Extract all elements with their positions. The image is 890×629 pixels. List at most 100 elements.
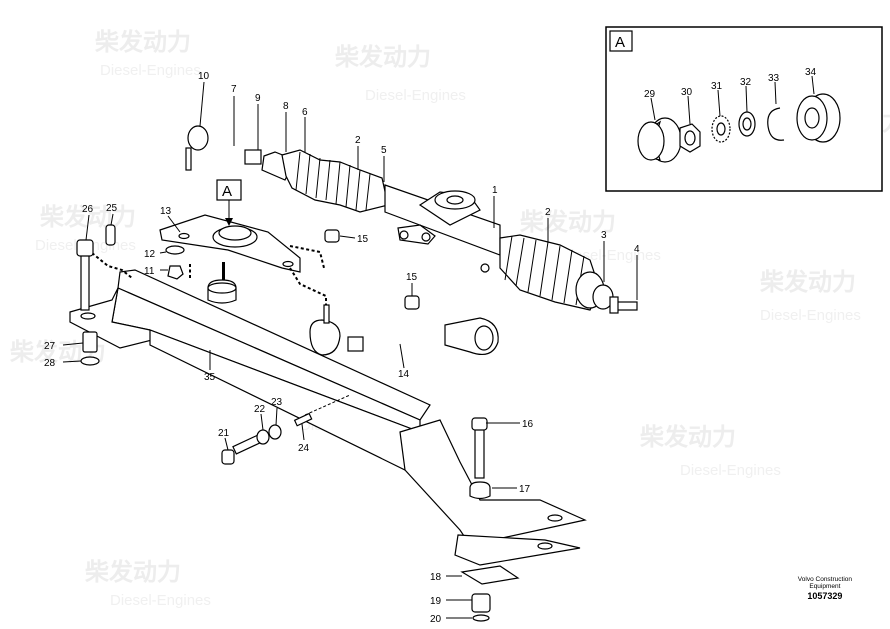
stud <box>222 262 225 284</box>
leader-13 <box>167 215 181 233</box>
label-8: 8 <box>283 101 289 112</box>
frame-web <box>111 287 421 433</box>
watermark-cn: 柴发动力 <box>84 558 181 586</box>
circlip-33 <box>767 107 785 141</box>
frame-hole <box>80 312 96 320</box>
frame-beam-35 <box>69 269 587 566</box>
bolt-16-head <box>471 417 488 431</box>
label-9: 9 <box>255 93 261 104</box>
bolt-21-head <box>221 449 235 465</box>
label-6: 6 <box>302 107 308 118</box>
label-26: 26 <box>82 204 94 215</box>
company-line-2: Equipment <box>809 583 841 590</box>
inset-tag: A <box>615 34 625 51</box>
bushing-a-top <box>218 225 252 241</box>
leader-34 <box>811 75 815 95</box>
leader-10 <box>199 81 205 127</box>
label-30: 30 <box>681 87 693 98</box>
watermark-cn: 柴发动力 <box>334 43 431 71</box>
label-21: 21 <box>218 428 230 439</box>
steering-rack <box>185 125 638 314</box>
watermark-en: Diesel-Engines <box>100 62 201 79</box>
washer-23 <box>268 424 282 440</box>
watermark-en: Diesel-Engines <box>760 307 861 324</box>
inset-frame <box>605 26 883 192</box>
label-4: 4 <box>634 244 640 255</box>
washer-22 <box>256 429 270 445</box>
leader-26 <box>85 214 90 241</box>
watermark-en: Diesel-Engines <box>365 87 466 104</box>
label-12: 12 <box>144 249 156 260</box>
leader-23 <box>275 407 278 426</box>
label-27: 27 <box>44 341 56 352</box>
mounting-plate-13 <box>159 214 301 304</box>
watermark-cn: 柴发动力 <box>639 423 736 451</box>
pin-24 <box>293 412 313 427</box>
tie-rod-14-nut <box>347 336 364 352</box>
frame-hole <box>537 542 553 550</box>
label-13: 13 <box>160 206 172 217</box>
frame-hole <box>547 514 563 522</box>
bolt-4-head <box>609 296 619 314</box>
company-line-1: Volvo Construction <box>797 576 852 583</box>
label-33: 33 <box>768 73 780 84</box>
ear-hole <box>421 232 431 242</box>
watermark-cn: 柴发动力 <box>94 28 191 56</box>
leader-24 <box>301 423 305 441</box>
inset-tag-box <box>609 30 633 52</box>
bolt-16 <box>474 427 485 479</box>
pinion-cover-hole <box>446 195 464 205</box>
nut-30-hole <box>684 130 696 146</box>
washer-12 <box>165 245 185 255</box>
label-5: 5 <box>381 145 387 156</box>
nut-15b <box>404 295 420 310</box>
label-31: 31 <box>711 81 723 92</box>
hardware <box>76 224 520 622</box>
lock-washer-31-hole <box>716 122 726 136</box>
dashed-link <box>91 252 133 279</box>
watermark-cn: 柴发动力 <box>759 268 856 296</box>
label-23: 23 <box>271 397 283 408</box>
part-labels: 1 2 2 3 4 5 6 7 8 9 10 11 12 13 14 15 15… <box>44 71 640 625</box>
label-14: 14 <box>398 369 410 380</box>
drawing-caption: Volvo Construction Equipment 1057329 <box>798 576 852 601</box>
leader-31 <box>717 89 721 117</box>
tie-rod-stud <box>185 147 192 171</box>
watermark-en: Diesel-Engines <box>110 592 211 609</box>
frame-right-plate <box>399 419 587 546</box>
washer-28 <box>80 356 100 366</box>
callout-a-tag: A <box>222 183 232 200</box>
leader-32 <box>745 85 748 113</box>
label-18: 18 <box>430 572 442 583</box>
nut-15a <box>324 229 340 243</box>
label-15: 15 <box>406 272 418 283</box>
leader-25 <box>110 213 114 226</box>
plate-hole <box>282 260 294 268</box>
lock-nut-9 <box>244 149 262 165</box>
label-29: 29 <box>644 89 656 100</box>
leader-14 <box>399 343 405 369</box>
label-11: 11 <box>144 266 155 277</box>
label-15: 15 <box>357 234 369 245</box>
label-34: 34 <box>805 67 817 78</box>
callout-a-arrowhead <box>225 218 233 226</box>
ear-hole <box>480 263 490 273</box>
tie-rod-14-stud <box>323 304 330 324</box>
label-2: 2 <box>355 135 361 146</box>
tie-rod-end <box>187 125 209 151</box>
bolt-26-head <box>76 239 94 257</box>
leader-15a <box>339 235 356 239</box>
label-17: 17 <box>519 484 531 495</box>
plate-18 <box>460 565 520 585</box>
tie-rod-14-end <box>309 319 341 356</box>
label-24: 24 <box>298 443 310 454</box>
bushing-27 <box>82 331 98 353</box>
plate-hole <box>178 232 190 240</box>
rubber-mount-top <box>207 282 237 294</box>
bushing-19 <box>471 593 491 613</box>
leader-12 <box>159 251 167 254</box>
label-16: 16 <box>522 419 534 430</box>
tie-rod-14 <box>309 304 499 356</box>
label-22: 22 <box>254 404 266 415</box>
bellows-ridges <box>295 151 371 211</box>
